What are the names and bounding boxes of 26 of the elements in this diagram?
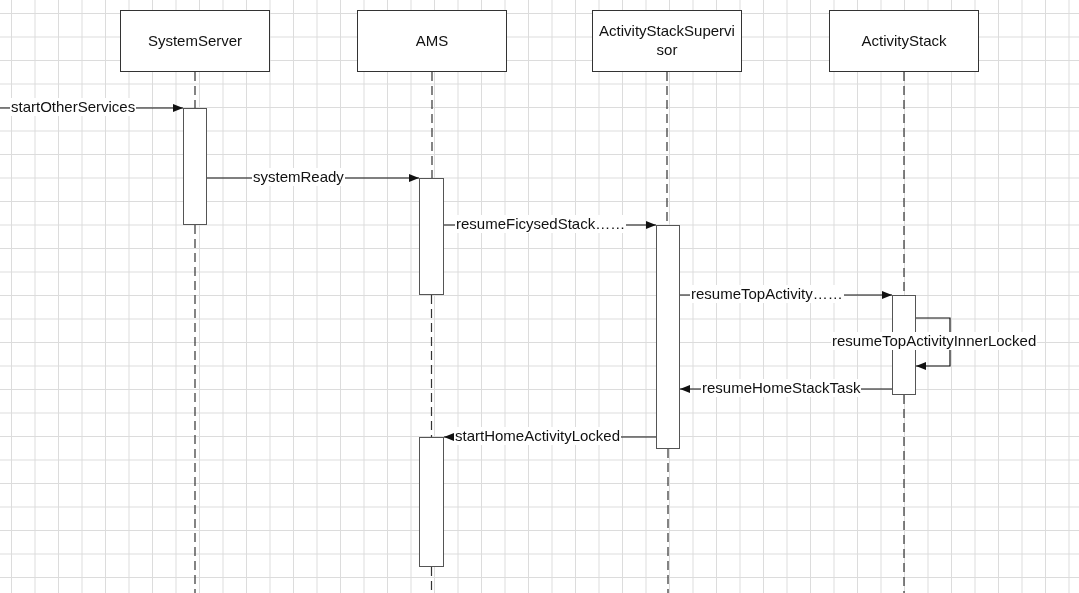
edge-label: startOtherServices bbox=[10, 98, 137, 116]
edge-label: resumeTopActivityInnerLocked bbox=[831, 332, 1038, 350]
lifeline bbox=[431, 71, 433, 179]
activation-bar bbox=[656, 225, 680, 449]
edge-label: resumeTopActivity…… bbox=[690, 285, 844, 303]
activation-bar bbox=[419, 437, 444, 567]
lifeline-name: AMS bbox=[414, 31, 450, 51]
lifeline bbox=[903, 394, 905, 593]
activation-bar bbox=[419, 178, 444, 295]
lifeline-header bbox=[829, 10, 979, 72]
lifeline-name: SystemServer bbox=[146, 31, 244, 51]
lifeline-header bbox=[592, 10, 742, 72]
lifeline-header bbox=[120, 10, 270, 72]
edge-label: resumeHomeStackTask bbox=[701, 379, 862, 397]
lifeline bbox=[194, 224, 196, 593]
lifeline bbox=[430, 294, 433, 438]
lifeline-header bbox=[357, 10, 507, 72]
lifeline-name: ActivityStack bbox=[860, 31, 948, 51]
lifeline-name: ActivityStackSupervisor bbox=[598, 22, 736, 60]
edge-label: startHomeActivityLocked bbox=[454, 427, 622, 445]
edge-label: systemReady bbox=[252, 168, 345, 186]
lifeline bbox=[430, 566, 433, 593]
lifeline bbox=[194, 71, 196, 109]
edge-label: resumeFicysedStack…… bbox=[455, 215, 627, 233]
lifeline bbox=[667, 448, 669, 593]
activation-bar bbox=[183, 108, 207, 225]
